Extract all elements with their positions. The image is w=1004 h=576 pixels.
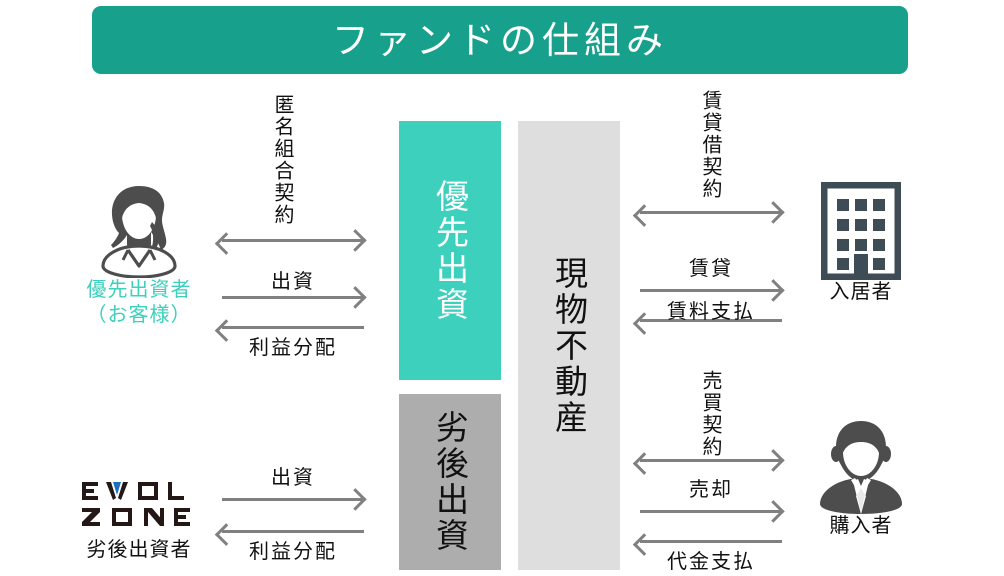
senior-investment-label: 優先出資 — [431, 178, 469, 323]
businessman-icon — [820, 421, 902, 514]
physical-real-estate-column: 現物不動産 — [518, 121, 620, 570]
left-bottom-inbound-label: 利益分配 — [249, 541, 337, 563]
left-bottom-outbound-label: 出資 — [271, 467, 315, 489]
page-title: ファンドの仕組み — [332, 19, 668, 61]
arrow-line — [222, 238, 364, 242]
left-bottom-outbound-arrow — [222, 487, 367, 511]
left-top-inbound-arrow — [214, 318, 364, 342]
woman-avatar-icon — [101, 186, 177, 278]
arrow-head-right — [762, 278, 785, 302]
arrow-head-left — [632, 451, 656, 475]
right-top-outbound-arrow — [640, 278, 785, 302]
arrow-head-right — [344, 228, 367, 252]
senior-investor-actor: 優先出資者 （お客様） — [64, 182, 214, 328]
arrow-line — [640, 539, 782, 543]
arrow-line — [640, 210, 782, 214]
arrow-line — [640, 509, 782, 513]
junior-investor-actor: 劣後出資者 — [64, 478, 214, 563]
arrow-line — [640, 288, 782, 292]
evol-zone-logo — [82, 482, 190, 526]
lease-contract-arrow-bidirectional — [632, 200, 785, 227]
logo-triangle-accent — [113, 482, 121, 495]
arrow-line — [222, 295, 364, 299]
arrow-head-right — [762, 499, 785, 523]
arrow-line — [222, 529, 364, 533]
arrow-head-right — [344, 487, 367, 511]
senior-investor-label-line1: 優先出資者 — [86, 279, 192, 301]
senior-investor-label-line2: （お客様） — [86, 304, 192, 326]
tenant-label: 入居者 — [829, 281, 893, 303]
arrow-head-right — [762, 200, 785, 224]
right-bottom-outbound-arrow — [640, 499, 785, 523]
left-bottom-inbound-arrow — [214, 522, 364, 546]
right-top-inbound-arrow — [632, 311, 782, 335]
buyer-label: 購入者 — [829, 515, 893, 537]
arrow-line — [222, 497, 364, 501]
lease-contract-label: 賃貸借契約 — [699, 90, 721, 200]
anonymous-partnership-arrow-bidirectional — [214, 228, 367, 255]
junior-investment-label: 劣後出資 — [431, 410, 469, 554]
physical-real-estate-label: 現物不動産 — [550, 255, 588, 436]
left-top-outbound-label: 出資 — [271, 271, 315, 293]
title-banner: ファンドの仕組み — [92, 6, 908, 74]
right-top-outbound-label: 賃貸 — [689, 258, 733, 280]
junior-investor-label: 劣後出資者 — [86, 539, 192, 561]
sales-contract-arrow-bidirectional — [632, 448, 785, 475]
left-top-outbound-arrow — [222, 285, 367, 309]
right-bottom-inbound-arrow — [632, 532, 782, 556]
right-bottom-inbound-label: 代金支払 — [667, 551, 755, 573]
arrow-line — [222, 325, 364, 329]
arrow-head-left — [632, 203, 656, 227]
sales-contract-label: 売買契約 — [699, 370, 721, 458]
buyer-actor: 購入者 — [786, 418, 936, 539]
arrow-head-right — [762, 448, 785, 472]
anonymous-partnership-contract-label: 匿名組合契約 — [271, 94, 293, 226]
senior-investment-column: 優先出資 — [399, 121, 501, 380]
right-top-inbound-label: 賃料支払 — [667, 301, 755, 323]
tenant-actor: 入居者 — [786, 182, 936, 305]
arrow-line — [640, 318, 782, 322]
junior-investment-column: 劣後出資 — [399, 394, 501, 570]
arrow-line — [640, 458, 782, 462]
building-icon — [821, 182, 901, 280]
left-top-inbound-label: 利益分配 — [249, 337, 337, 359]
arrow-head-left — [214, 231, 238, 255]
right-bottom-outbound-label: 売却 — [689, 479, 733, 501]
